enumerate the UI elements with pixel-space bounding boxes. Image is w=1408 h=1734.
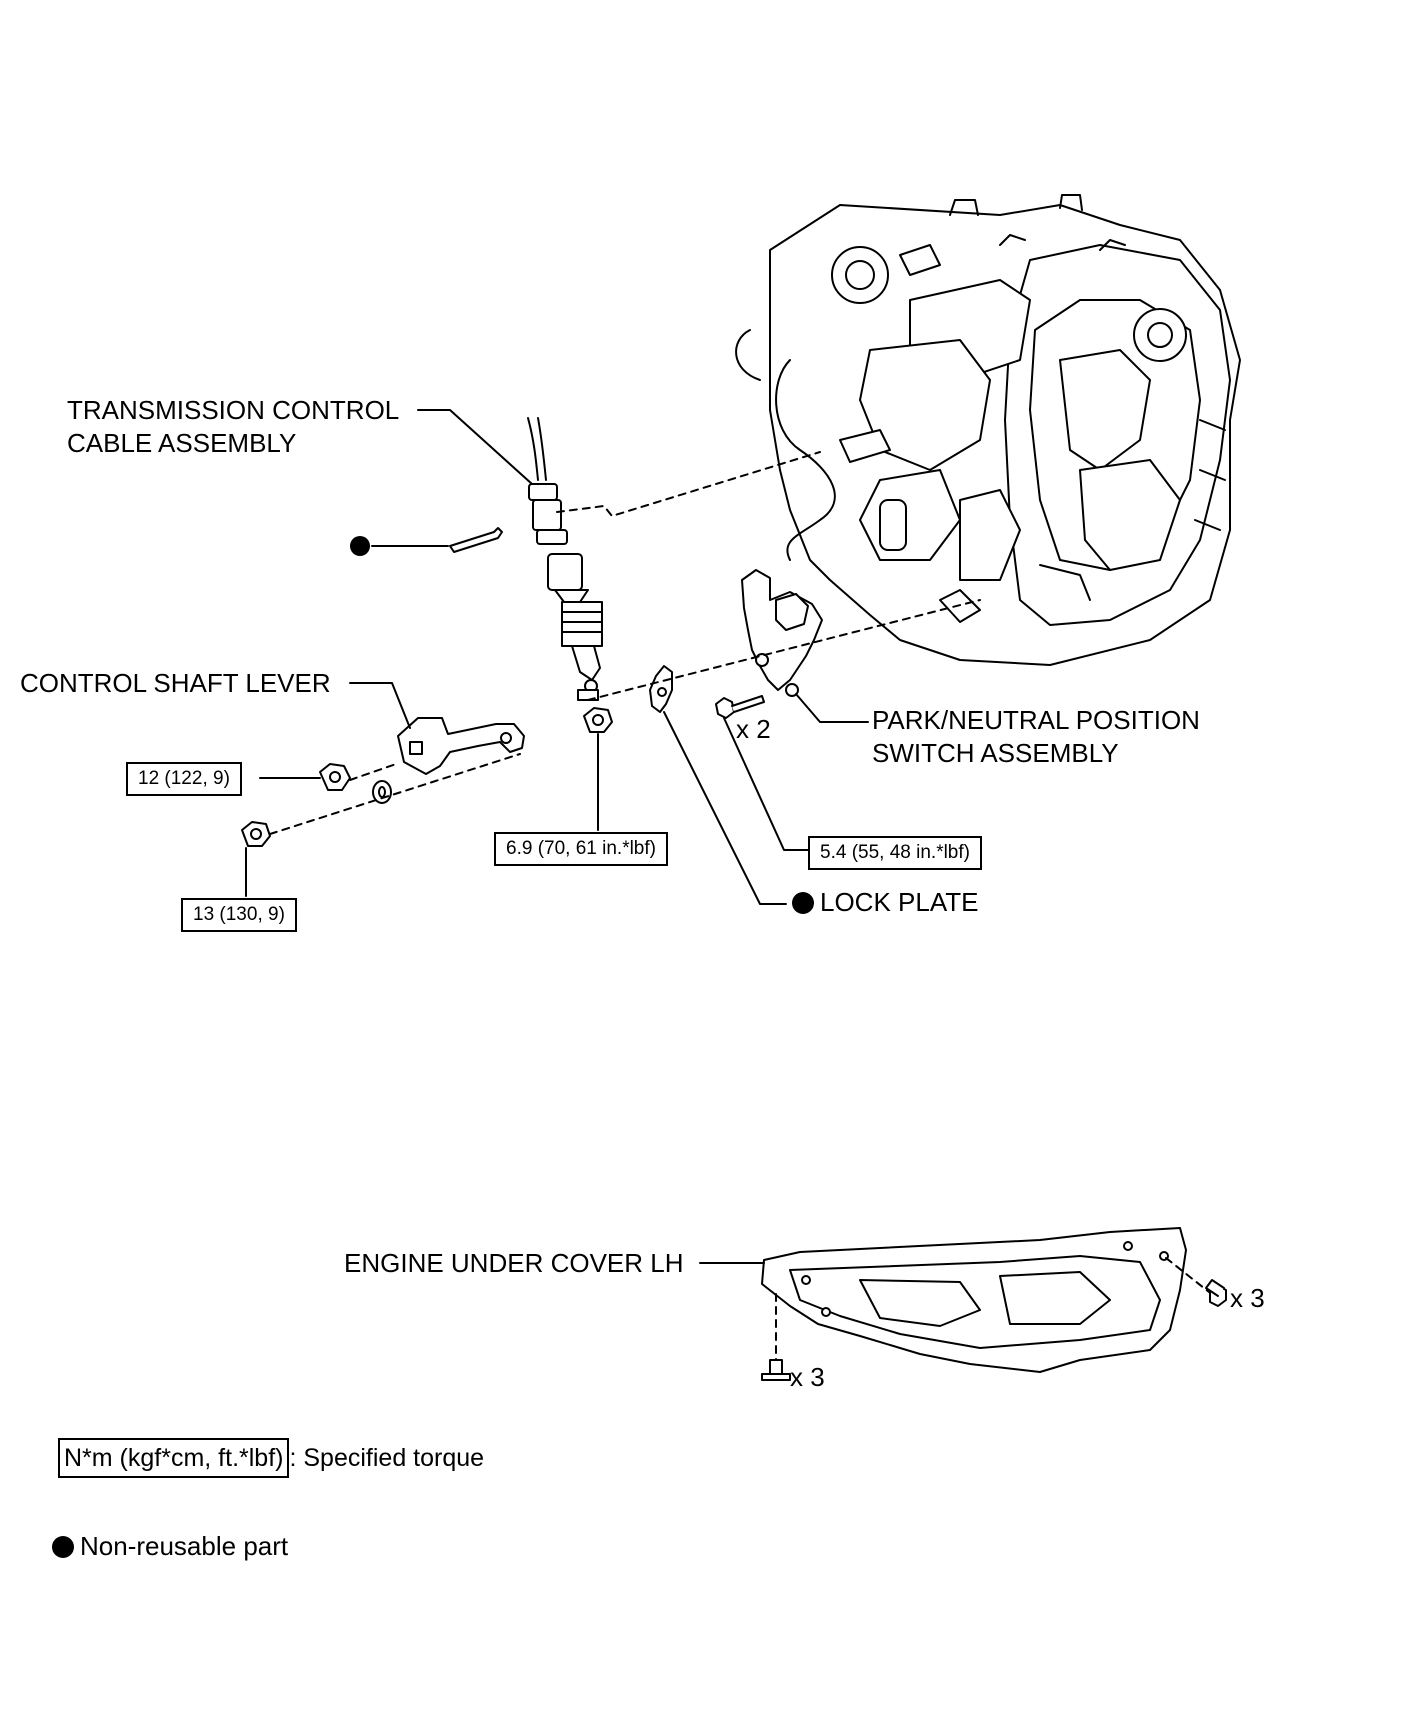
torque-box-lower-nut: 13 (130, 9) — [181, 898, 297, 932]
leader-lines — [245, 409, 869, 905]
label-control-shaft-lever: CONTROL SHAFT LEVER — [20, 668, 331, 698]
legend-torque-unit: N*m (kgf*cm, ft.*lbf) — [58, 1438, 290, 1478]
assembly-dashed-lines — [269, 451, 981, 835]
label-pnp-switch-line2: SWITCH ASSEMBLY — [872, 738, 1119, 768]
torque-box-lever-nut: 12 (122, 9) — [126, 762, 242, 796]
pnp-switch-illustration — [741, 569, 823, 697]
nonreusable-marker-lock-plate — [792, 892, 814, 914]
label-cable-line1: TRANSMISSION CONTROL — [67, 395, 400, 425]
label-lock-plate-text: LOCK PLATE — [820, 887, 979, 917]
control-shaft-lever-illustration — [397, 717, 525, 775]
torque-box-cable-nut: 6.9 (70, 61 in.*lbf) — [494, 832, 668, 866]
legend-torque: N*m (kgf*cm, ft.*lbf): Specified torque — [58, 1438, 484, 1478]
label-pnp-switch-line1: PARK/NEUTRAL POSITION — [872, 705, 1200, 735]
legend-nonreusable: Non-reusable part — [52, 1530, 288, 1562]
label-cable-line2: CABLE ASSEMBLY — [67, 428, 297, 458]
torque-box-switch-bolt: 5.4 (55, 48 in.*lbf) — [808, 836, 982, 870]
label-cover-bolt-qty-bottom: x 3 — [790, 1362, 825, 1392]
nonreusable-marker-pin — [350, 536, 370, 556]
lock-pin-illustration — [449, 527, 503, 553]
label-cover-bolt-qty-right: x 3 — [1230, 1283, 1265, 1313]
label-switch-bolt-qty: x 2 — [736, 714, 771, 744]
lock-plate-illustration — [649, 665, 673, 713]
switch-bolt-illustration — [715, 695, 765, 719]
control-cable-illustration — [527, 417, 603, 701]
label-lock-plate: LOCK PLATE — [792, 886, 978, 918]
label-under-cover: ENGINE UNDER COVER LH — [344, 1248, 684, 1278]
under-cover-illustration — [761, 1227, 1187, 1373]
legend-nonreusable-text: Non-reusable part — [80, 1531, 289, 1561]
transmission-illustration — [735, 194, 1241, 666]
cover-bolt-illustrations — [761, 1279, 1227, 1381]
under-cover-dashed-lines — [775, 1257, 1215, 1361]
legend-torque-desc: : Specified torque — [289, 1444, 485, 1472]
legend-nonreusable-dot — [52, 1536, 74, 1558]
